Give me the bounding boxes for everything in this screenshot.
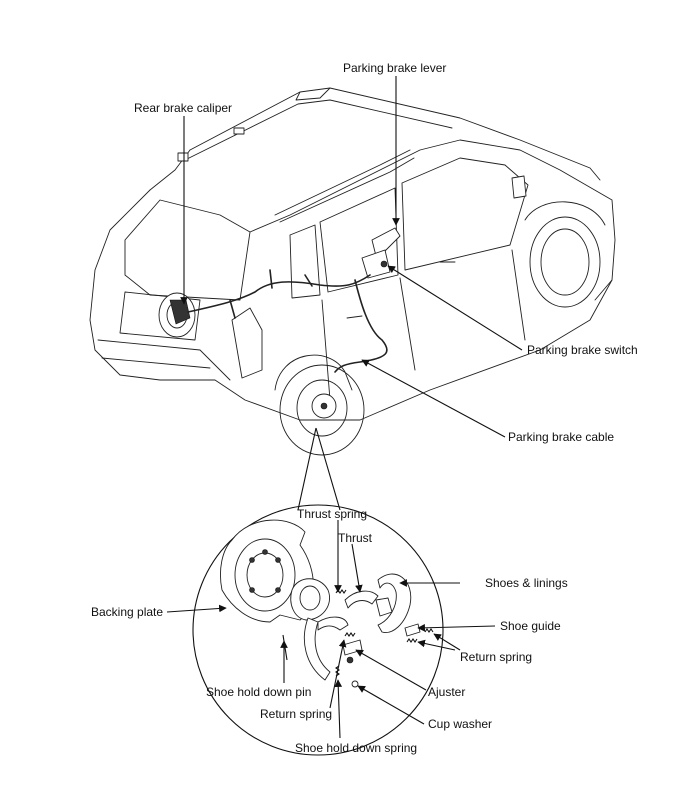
roof-rail-mount-icon (177, 152, 189, 162)
label-parking-brake-switch: Parking brake switch (527, 343, 638, 357)
label-return-spring-right: Return spring (460, 650, 532, 664)
label-return-spring-bottom: Return spring (260, 707, 332, 721)
side-mirror-icon (511, 175, 527, 199)
label-parking-brake-lever: Parking brake lever (343, 61, 446, 75)
leader-lines (166, 76, 523, 739)
parking-brake-cables (187, 269, 388, 373)
adjuster-part (342, 632, 363, 664)
label-ajuster: Ajuster (428, 685, 465, 699)
label-rear-brake-caliper: Rear brake caliper (134, 101, 232, 115)
label-shoe-hold-down-pin: Shoe hold down pin (206, 685, 311, 699)
label-shoes-linings: Shoes & linings (485, 576, 568, 590)
return-spring-right-icon (406, 638, 418, 643)
label-parking-brake-cable: Parking brake cable (508, 430, 614, 444)
label-thrust-spring: Thrust spring (297, 507, 367, 521)
parking-brake-lever-assembly (361, 227, 401, 279)
label-thrust: Thrust (338, 531, 373, 545)
door-handle-icon (346, 315, 363, 319)
roof-rail-mount-icon (233, 127, 245, 135)
shoes-linings-part (375, 573, 412, 633)
callout-labels: Parking brake lever Rear brake caliper P… (91, 61, 638, 755)
hub-flange-part (290, 578, 330, 621)
thrust-part (344, 590, 379, 609)
vehicle-outline (89, 87, 616, 456)
rear-wheel-icon (279, 364, 365, 456)
parking-brake-switch-icon (380, 260, 388, 268)
label-shoe-hold-down-spring: Shoe hold down spring (295, 741, 417, 755)
shoe-guide-part (404, 623, 421, 637)
detail-magnifier-circle (192, 504, 444, 756)
return-spring-right-icon (424, 628, 434, 633)
front-wheel-icon (529, 216, 601, 308)
backing-plate-part (220, 519, 314, 623)
cup-washer-icon (351, 680, 359, 688)
label-cup-washer: Cup washer (428, 717, 492, 731)
brake-shoe-left-part (303, 616, 349, 681)
label-shoe-guide: Shoe guide (500, 619, 561, 633)
label-backing-plate: Backing plate (91, 605, 163, 619)
